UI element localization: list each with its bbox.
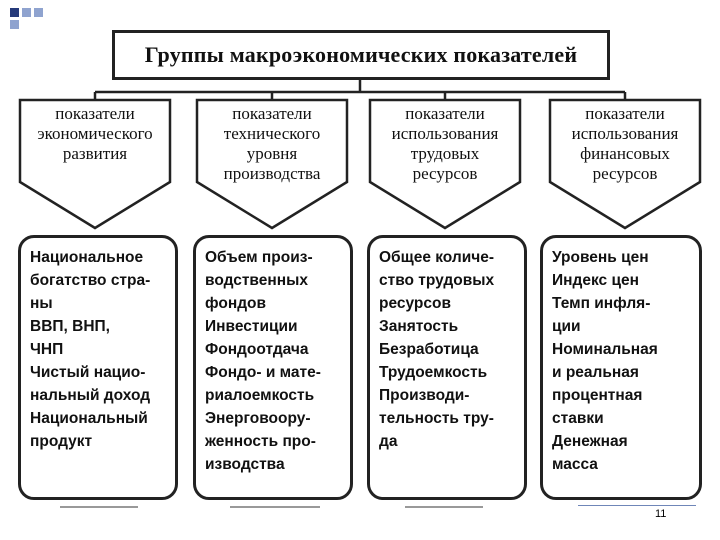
group-list-3: Общее количе- ство трудовых ресурсов Зан… <box>367 235 527 500</box>
pentagon-group-2 <box>195 98 349 230</box>
footer-line <box>578 505 696 506</box>
group-items-1: Национальное богатство стра- ны ВВП, ВНП… <box>30 249 151 450</box>
page-number: 11 <box>655 508 667 520</box>
caption-underline <box>230 506 320 508</box>
diagram-title: Группы макроэкономических показателей <box>112 30 610 80</box>
corner-square-light <box>10 20 19 29</box>
caption-underline <box>405 506 483 508</box>
caption-underline <box>60 506 138 508</box>
group-header-3: показатели использования трудовых ресурс… <box>391 104 499 183</box>
corner-square-light <box>22 8 31 17</box>
group-items-4: Уровень цен Индекс цен Темп инфля- ции Н… <box>552 249 658 473</box>
group-header-1: показатели экономического развития <box>37 104 153 163</box>
corner-square-dark <box>10 8 19 17</box>
group-list-4: Уровень цен Индекс цен Темп инфля- ции Н… <box>540 235 702 500</box>
group-items-2: Объем произ- водственных фондов Инвестиц… <box>205 249 321 473</box>
group-list-1: Национальное богатство стра- ны ВВП, ВНП… <box>18 235 178 500</box>
pentagon-group-3 <box>368 98 522 230</box>
group-items-3: Общее количе- ство трудовых ресурсов Зан… <box>379 249 495 450</box>
corner-square-light <box>34 8 43 17</box>
group-header-4: показатели использования финансовых ресу… <box>571 104 679 183</box>
pentagon-group-4 <box>548 98 702 230</box>
group-header-2: показатели технического уровня производс… <box>223 104 321 183</box>
group-list-2: Объем произ- водственных фондов Инвестиц… <box>193 235 353 500</box>
pentagon-group-1 <box>18 98 172 230</box>
